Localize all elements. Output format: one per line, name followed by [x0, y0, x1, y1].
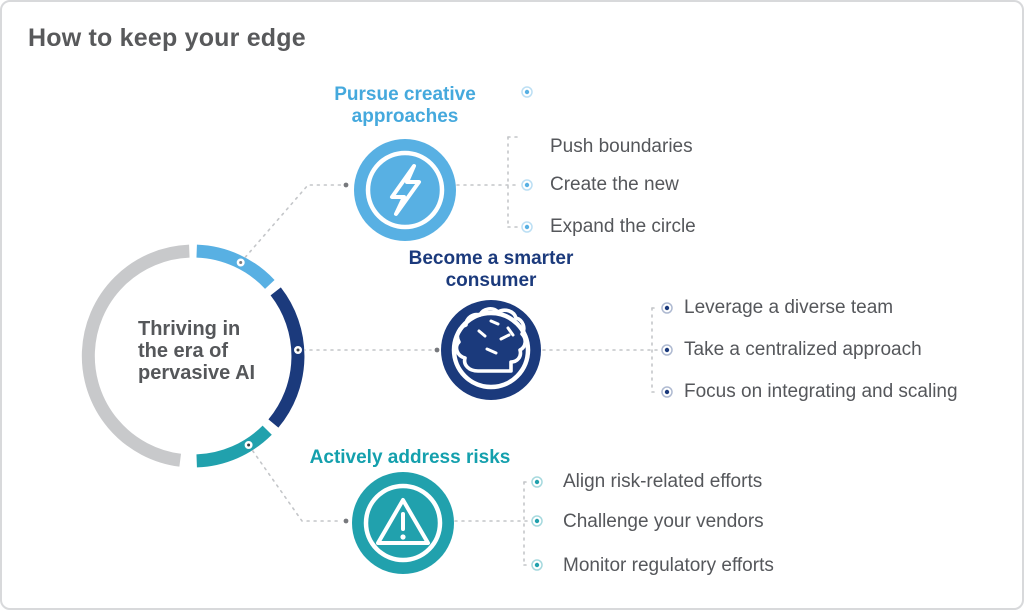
lightning-bolt-icon — [354, 139, 456, 241]
page-title: How to keep your edge — [28, 24, 306, 52]
branch-title-risks: Actively address risks — [309, 447, 511, 468]
branch-title-consumer: Become a smarter consumer — [408, 248, 574, 291]
brain-icon — [441, 300, 541, 400]
list-item-centralized-approach: Take a centralized approach — [684, 339, 922, 360]
ring-node-creative — [234, 256, 247, 269]
list-item-push-boundaries: Push boundaries — [550, 136, 693, 157]
list-item-monitor-regulatory: Monitor regulatory efforts — [563, 555, 774, 576]
ring-segment-risks — [196, 425, 272, 468]
list-item-align-risk-efforts: Align risk-related efforts — [563, 471, 763, 492]
list-item-challenge-vendors: Challenge your vendors — [563, 511, 764, 532]
warning-triangle-icon — [352, 472, 454, 574]
list-item-integrating-scaling: Focus on integrating and scaling — [684, 381, 958, 402]
ring-segment-creative — [196, 244, 275, 289]
list-item-expand-the-circle: Expand the circle — [550, 216, 696, 237]
list-item-leverage-diverse-team: Leverage a diverse team — [684, 297, 894, 318]
list-item-create-the-new: Create the new — [550, 174, 679, 195]
ring-node-consumer — [292, 344, 304, 356]
ring-center-label: Thriving in the era of pervasive AI — [138, 318, 256, 384]
ring-node-risks — [242, 439, 255, 451]
central-ring — [81, 244, 305, 468]
bullet-dots-consumer — [661, 302, 673, 398]
ring-segment-consumer — [268, 287, 305, 428]
branch-title-creative: Pursue creative approaches — [334, 84, 476, 127]
connector-lines — [239, 136, 660, 566]
ring-segment-gray — [81, 244, 190, 467]
line-end-dots — [343, 182, 440, 524]
bullet-dots-creative — [521, 86, 533, 233]
bullet-dots-risks — [531, 476, 543, 571]
